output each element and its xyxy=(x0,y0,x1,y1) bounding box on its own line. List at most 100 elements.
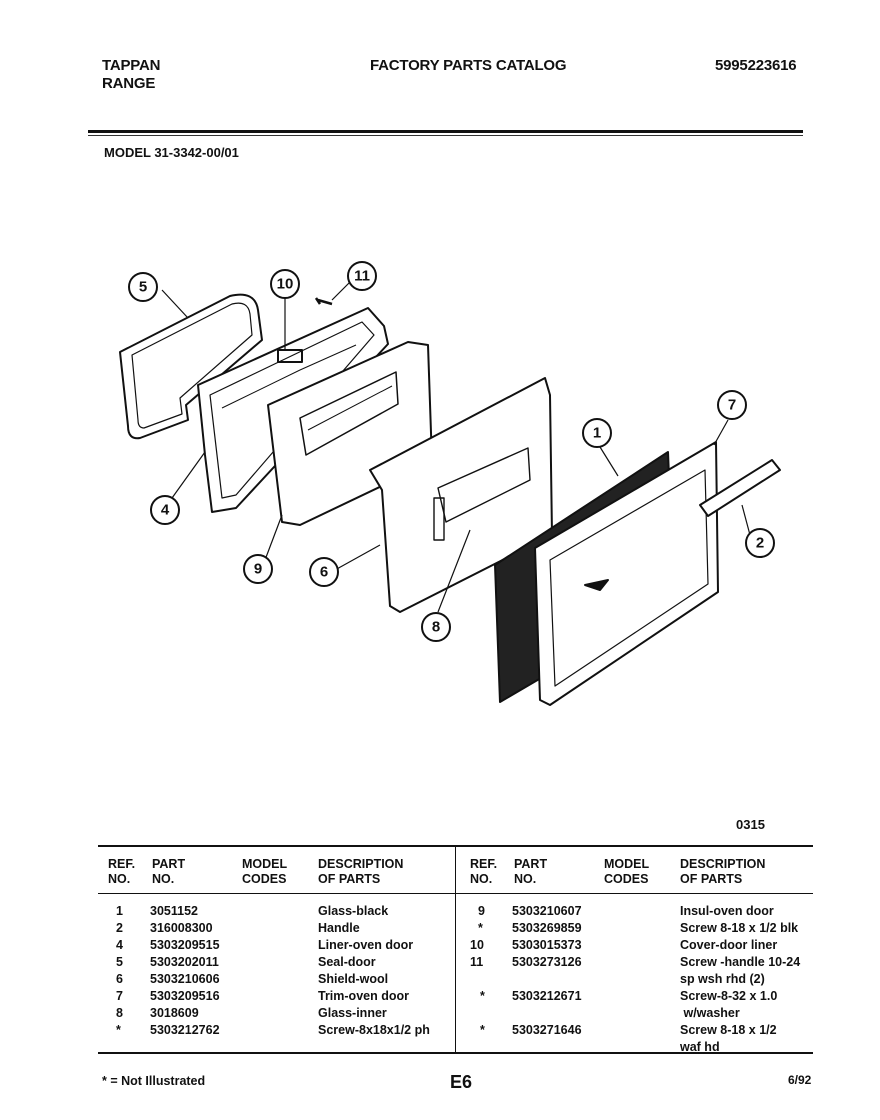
callout-9: 9 xyxy=(254,561,262,578)
part-description: Glass-black xyxy=(318,904,389,918)
part-description: Cover-door liner xyxy=(680,938,778,952)
part-description: Insul-oven door xyxy=(680,904,774,918)
table-row: 2 316008300 Handle xyxy=(108,920,458,937)
header-ref-right: REF.NO. xyxy=(470,857,498,886)
callout-4: 4 xyxy=(161,502,170,519)
ref-no: * xyxy=(480,989,485,1003)
table-row: 5 5303202011 Seal-door xyxy=(108,954,458,971)
table-row: 7 5303209516 Trim-oven door xyxy=(108,988,458,1005)
ref-no: 4 xyxy=(116,938,123,952)
part-description: Screw -handle 10-24 xyxy=(680,955,801,969)
table-row: 10 5303015373 Cover-door liner xyxy=(470,937,810,954)
ref-no: 10 xyxy=(470,938,484,952)
table-row: waf hd xyxy=(470,1039,810,1056)
brand-line-1: TAPPAN xyxy=(102,57,161,74)
part-no: 316008300 xyxy=(150,921,213,935)
part-description: Liner-oven door xyxy=(318,938,414,952)
part-description: waf hd xyxy=(680,1040,720,1054)
table-row: 11 5303273126 Screw -handle 10-24 xyxy=(470,954,810,971)
part-no: 3018609 xyxy=(150,1006,199,1020)
table-row: 6 5303210606 Shield-wool xyxy=(108,971,458,988)
part-description: Seal-door xyxy=(318,955,376,969)
catalog-number: 5995223616 xyxy=(715,57,797,74)
brand-line-2: RANGE xyxy=(102,75,156,92)
ref-no: 2 xyxy=(116,921,123,935)
diagram-code: 0315 xyxy=(736,817,765,832)
part-no: 3051152 xyxy=(150,904,198,918)
part-no: 5303210606 xyxy=(150,972,220,986)
part-no: 5303269859 xyxy=(512,921,582,935)
callout-6: 6 xyxy=(320,564,328,581)
table-row: w/washer xyxy=(470,1005,810,1022)
part-no: 5303202011 xyxy=(150,955,219,969)
callout-1: 1 xyxy=(593,425,601,442)
header-rule xyxy=(88,130,803,133)
part-no: 5303212671 xyxy=(512,989,582,1003)
ref-no: 9 xyxy=(478,904,485,918)
ref-no: 7 xyxy=(116,989,123,1003)
part-trim-oven-door xyxy=(534,441,719,706)
ref-no: * xyxy=(478,921,483,935)
part-no: 5303209515 xyxy=(150,938,220,952)
header-rule-thin xyxy=(88,135,803,136)
table-row: sp wsh rhd (2) xyxy=(470,971,810,988)
table-row: 1 3051152 Glass-black xyxy=(108,903,458,920)
table-row: * 5303269859 Screw 8-18 x 1/2 blk xyxy=(470,920,810,937)
catalog-title: FACTORY PARTS CATALOG xyxy=(370,57,567,74)
table-bottom-rule xyxy=(98,1052,813,1054)
callout-8: 8 xyxy=(432,619,440,636)
not-illustrated-note: * = Not Illustrated xyxy=(102,1074,206,1088)
callout-7: 7 xyxy=(728,397,736,414)
ref-no: 1 xyxy=(116,904,123,918)
part-description: Screw-8-32 x 1.0 xyxy=(680,989,778,1003)
part-description: Glass-inner xyxy=(318,1006,387,1020)
model-number: MODEL 31-3342-00/01 xyxy=(104,145,239,160)
print-date: 6/92 xyxy=(788,1073,812,1087)
ref-no: 5 xyxy=(116,955,123,969)
part-description: w/washer xyxy=(680,1006,740,1020)
page-number: E6 xyxy=(450,1072,473,1092)
part-description: Handle xyxy=(318,921,360,935)
part-cover-door-liner xyxy=(277,349,303,363)
part-screw-handle xyxy=(314,297,333,306)
header-ref-left: REF.NO. xyxy=(108,857,136,886)
part-description: Screw 8-18 x 1/2 blk xyxy=(680,921,799,935)
callout-11: 11 xyxy=(354,268,370,285)
part-description: Screw 8-18 x 1/2 xyxy=(680,1023,777,1037)
part-no: 5303273126 xyxy=(512,955,582,969)
part-no: 5303210607 xyxy=(512,904,582,918)
table-top-rule xyxy=(98,845,813,847)
part-no: 5303209516 xyxy=(150,989,220,1003)
part-no: 5303271646 xyxy=(512,1023,582,1037)
part-seal-door xyxy=(119,293,263,440)
callout-5: 5 xyxy=(139,279,147,296)
part-description: sp wsh rhd (2) xyxy=(680,972,765,986)
right-parts-list: 9 5303210607 Insul-oven door * 530326985… xyxy=(470,903,810,1056)
part-description: Screw-8x18x1/2 ph xyxy=(318,1023,430,1037)
part-description: Shield-wool xyxy=(318,972,389,986)
part-description: Trim-oven door xyxy=(318,989,409,1003)
table-row: * 5303212671 Screw-8-32 x 1.0 xyxy=(470,988,810,1005)
part-no: 5303015373 xyxy=(512,938,582,952)
table-row: 8 3018609 Glass-inner xyxy=(108,1005,458,1022)
callout-2: 2 xyxy=(756,535,764,552)
ref-no: 11 xyxy=(470,955,484,969)
table-divider xyxy=(455,847,456,1052)
table-row: * 5303271646 Screw 8-18 x 1/2 xyxy=(470,1022,810,1039)
exploded-parts-diagram: 5 10 11 4 9 6 1 7 2 8 xyxy=(119,261,781,706)
table-row: * 5303212762 Screw-8x18x1/2 ph xyxy=(108,1022,458,1039)
table-row: 9 5303210607 Insul-oven door xyxy=(470,903,810,920)
ref-no: * xyxy=(116,1023,121,1037)
ref-no: 8 xyxy=(116,1006,123,1020)
part-no: 5303212762 xyxy=(150,1023,220,1037)
callout-10: 10 xyxy=(277,276,294,293)
brand-block: TAPPAN RANGE xyxy=(102,57,160,93)
table-row: 4 5303209515 Liner-oven door xyxy=(108,937,458,954)
left-parts-list: 1 3051152 Glass-black 2 316008300 Handle… xyxy=(108,903,458,1039)
